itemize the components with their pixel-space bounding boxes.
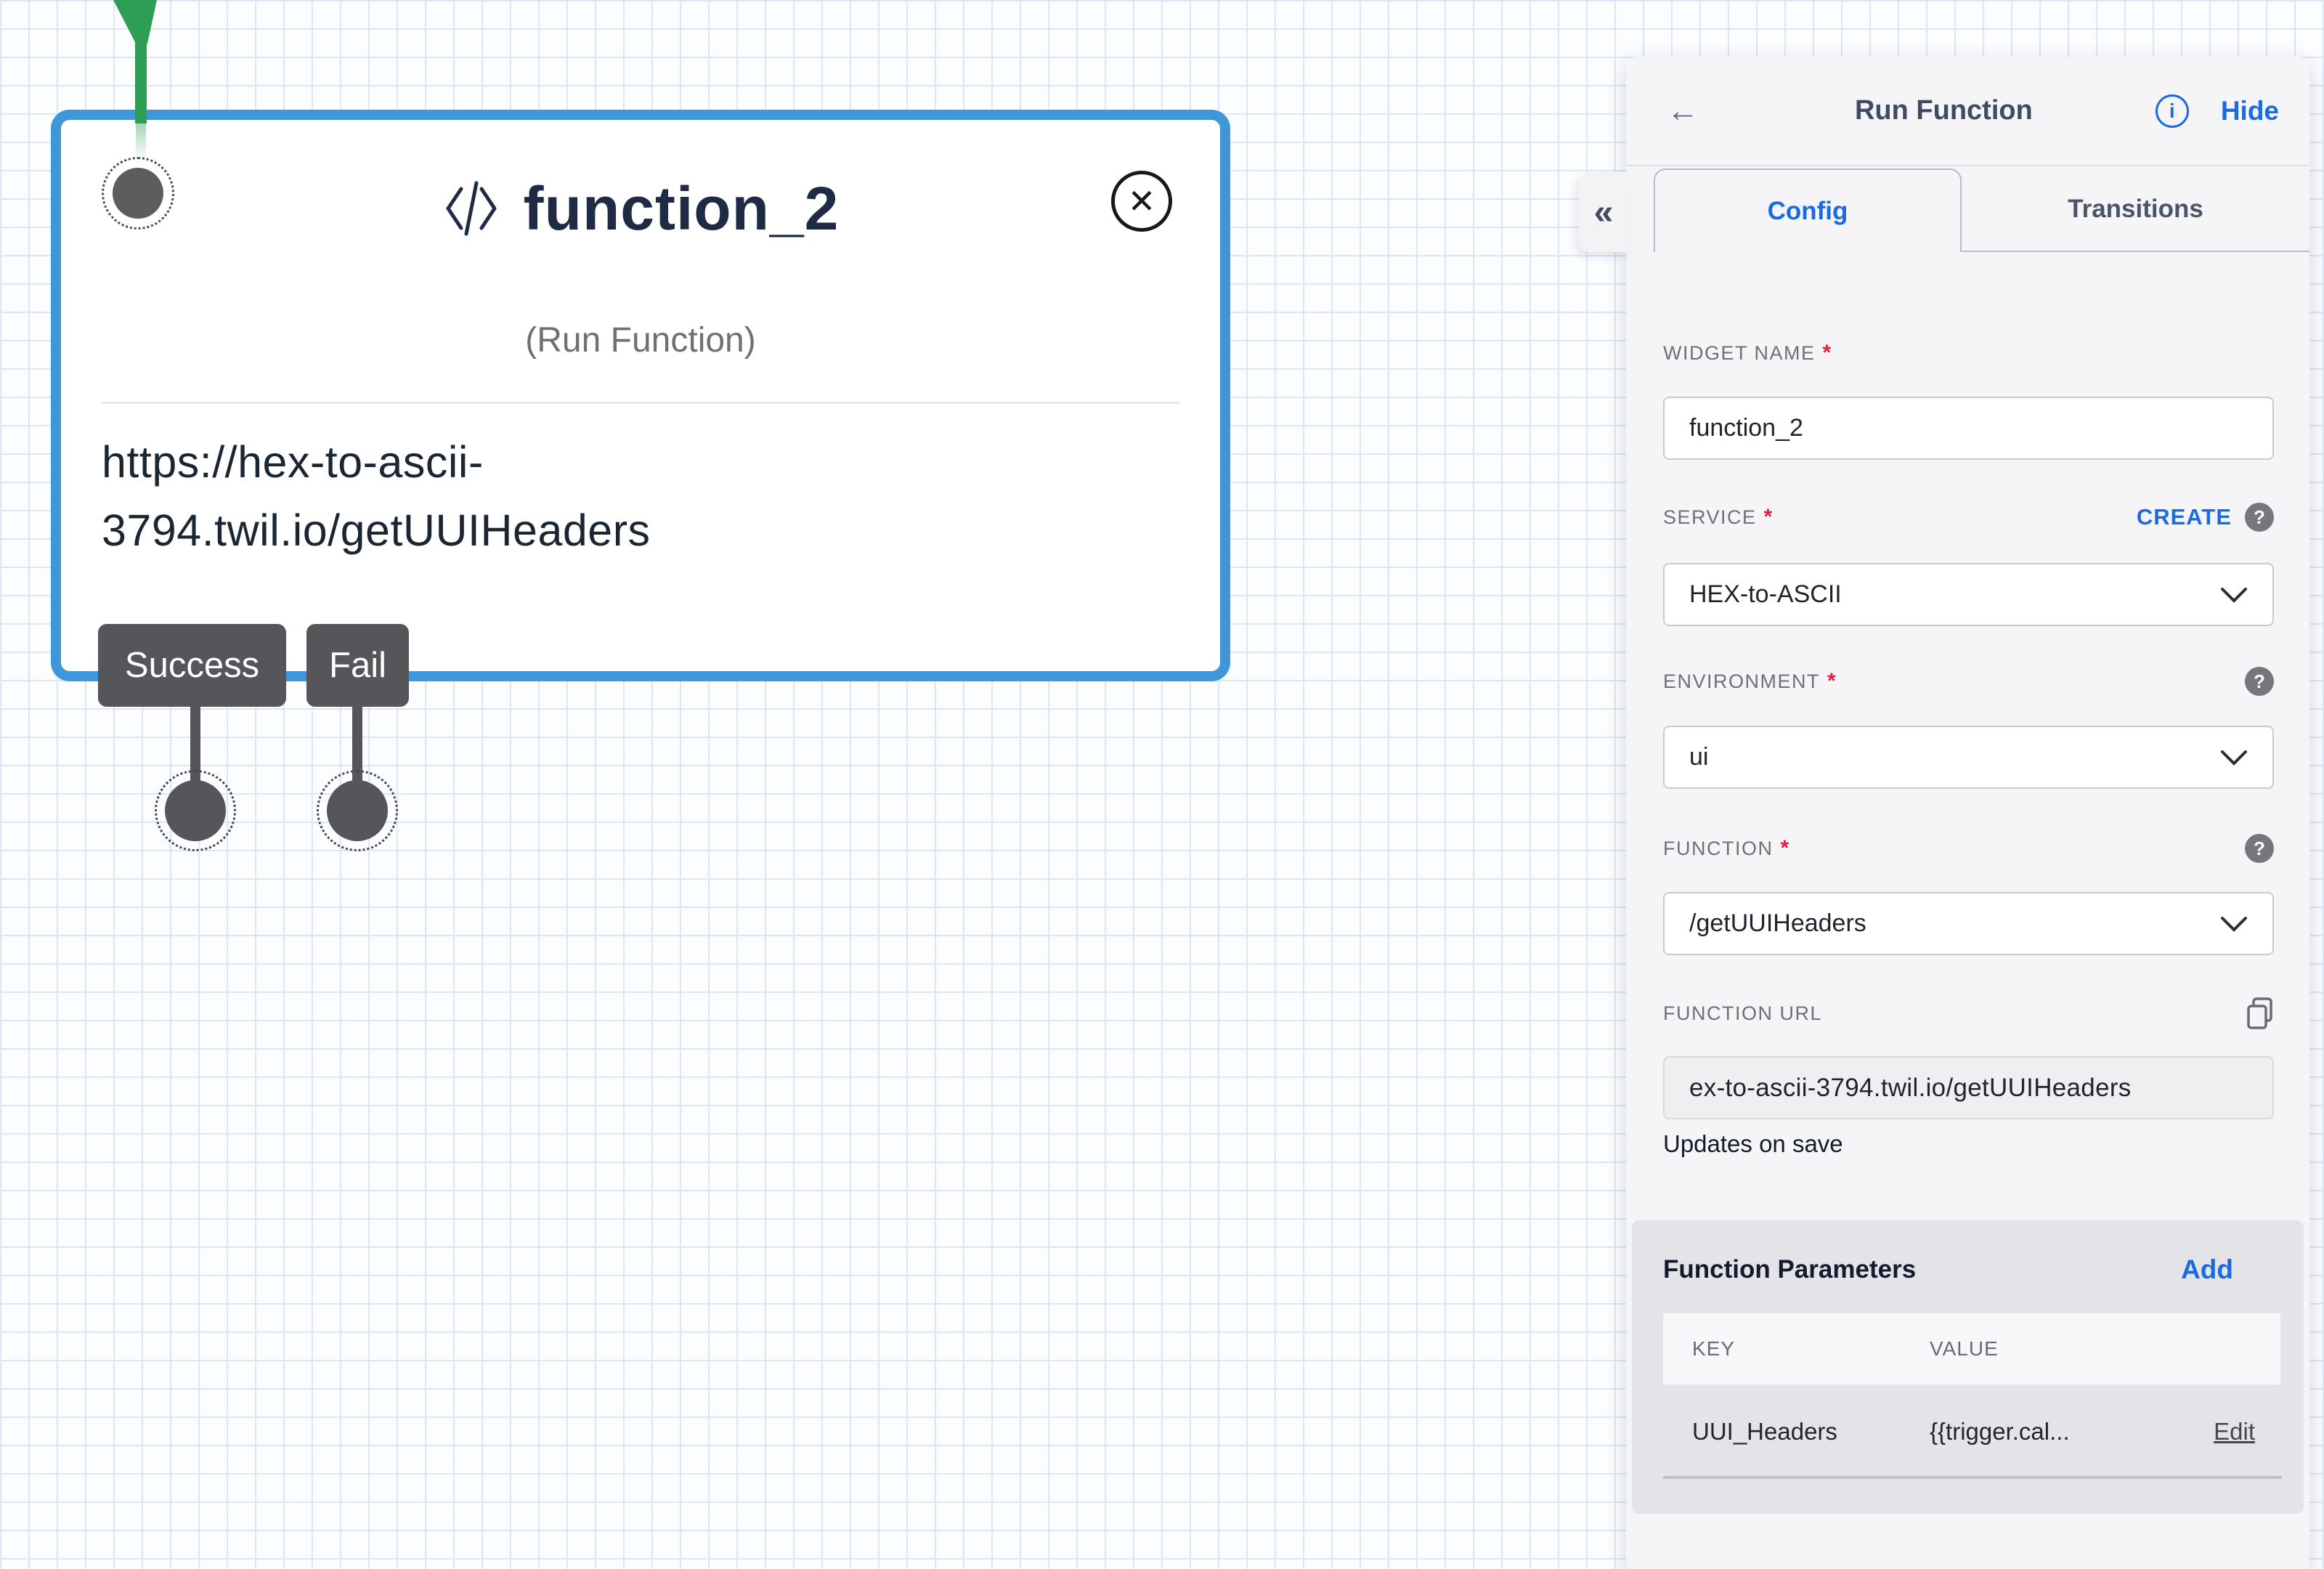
- parameter-row: UUI_Headers {{trigger.cal... Edit: [1663, 1402, 2280, 1461]
- function-url-label-row: FUNCTION URL: [1663, 997, 2274, 1029]
- parameters-table-header: KEY VALUE: [1663, 1313, 2280, 1384]
- chevron-double-left-icon: «: [1593, 192, 1614, 232]
- back-button[interactable]: ←: [1667, 92, 1699, 129]
- node-function-url: https://hex-to-ascii- 3794.twil.io/getUU…: [102, 437, 651, 555]
- tabs-underline: [1962, 251, 2309, 252]
- column-header-value: VALUE: [1930, 1337, 1999, 1360]
- transition-fail-port-ring: [317, 770, 398, 851]
- function-url-note: Updates on save: [1663, 1130, 1843, 1157]
- chevron-down-icon: [2220, 586, 2248, 604]
- node-title: function_2: [523, 174, 840, 243]
- code-icon: [446, 181, 497, 236]
- required-asterisk: *: [1780, 836, 1789, 860]
- service-label-row: SERVICE * CREATE ?: [1663, 501, 2274, 533]
- service-select[interactable]: HEX-to-ASCII: [1663, 563, 2274, 626]
- edit-parameter-link[interactable]: Edit: [2214, 1418, 2255, 1445]
- parameter-value: {{trigger.cal...: [1930, 1418, 2070, 1445]
- transition-fail-port[interactable]: [327, 780, 388, 841]
- parameter-key: UUI_Headers: [1692, 1418, 1837, 1445]
- copy-icon[interactable]: [2246, 997, 2274, 1029]
- hide-button[interactable]: Hide: [2220, 95, 2279, 126]
- widget-name-input[interactable]: function_2: [1663, 397, 2274, 460]
- environment-label-row: ENVIRONMENT * ?: [1663, 665, 2274, 697]
- function-parameters-section: Function Parameters Add KEY VALUE UUI_He…: [1632, 1220, 2304, 1514]
- required-asterisk: *: [1827, 669, 1836, 693]
- function-url-input[interactable]: ex-to-ascii-3794.twil.io/getUUIHeaders: [1663, 1056, 2274, 1119]
- transition-success-stem: [190, 703, 200, 783]
- help-icon[interactable]: ?: [2245, 834, 2274, 863]
- create-service-link[interactable]: CREATE: [2136, 504, 2232, 530]
- help-icon[interactable]: ?: [2245, 667, 2274, 696]
- info-icon[interactable]: i: [2155, 94, 2189, 128]
- chevron-down-icon: [2220, 749, 2248, 766]
- column-header-key: KEY: [1692, 1337, 1736, 1360]
- close-icon: ✕: [1127, 182, 1156, 220]
- transition-success-port-ring: [155, 770, 236, 851]
- function-parameters-title: Function Parameters: [1663, 1255, 1917, 1284]
- transition-fail[interactable]: Fail: [306, 624, 409, 707]
- tab-transitions[interactable]: Transitions: [2068, 195, 2203, 223]
- panel-title: Run Function: [1854, 95, 2033, 126]
- transition-success-port[interactable]: [165, 780, 226, 841]
- panel-collapse-button[interactable]: «: [1579, 172, 1628, 252]
- panel-header: ← Run Function i Hide: [1626, 57, 2309, 166]
- required-asterisk: *: [1763, 505, 1773, 529]
- chevron-down-icon: [2220, 915, 2248, 933]
- transition-fail-stem: [352, 703, 362, 783]
- tab-config[interactable]: Config: [1654, 169, 1962, 252]
- panel-tabs: Config Transitions: [1626, 166, 2309, 252]
- node-type-label: (Run Function): [525, 321, 756, 360]
- function-label-row: FUNCTION * ?: [1663, 832, 2274, 864]
- parameters-divider: [1663, 1476, 2282, 1479]
- help-icon[interactable]: ?: [2245, 503, 2274, 532]
- transition-success[interactable]: Success: [98, 624, 286, 707]
- environment-select[interactable]: ui: [1663, 726, 2274, 789]
- add-parameter-button[interactable]: Add: [2181, 1254, 2233, 1284]
- widget-name-label-row: WIDGET NAME *: [1663, 341, 1832, 365]
- node-input-port[interactable]: [113, 168, 163, 219]
- node-divider: [102, 402, 1179, 404]
- widget-node-function-2[interactable]: function_2 ✕ (Run Function) https://hex-…: [51, 110, 1230, 681]
- inspector-panel: ← Run Function i Hide Config Transitions…: [1626, 57, 2309, 1569]
- function-select[interactable]: /getUUIHeaders: [1663, 892, 2274, 955]
- delete-widget-button[interactable]: ✕: [1111, 171, 1172, 232]
- required-asterisk: *: [1822, 341, 1832, 365]
